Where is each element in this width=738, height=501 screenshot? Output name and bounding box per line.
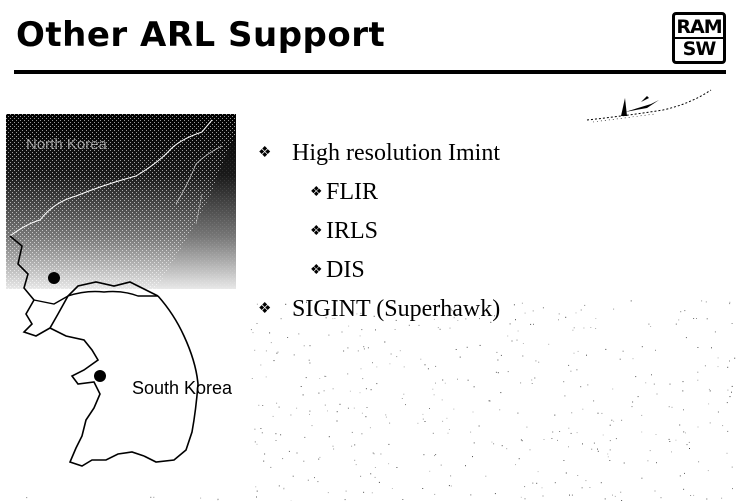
bullet-text: DIS: [326, 257, 365, 283]
bullet-text: IRLS: [326, 218, 379, 244]
sub-bullet-item: ❖ FLIR: [258, 173, 500, 212]
diamond-bullet-icon: ❖: [310, 224, 323, 239]
korea-map-graphic: [6, 114, 236, 467]
diamond-bullet-icon: ❖: [310, 263, 323, 278]
bullet-text: High resolution Imint: [292, 140, 500, 166]
logo-top-text: RAM: [674, 16, 724, 39]
title-divider: [14, 70, 726, 74]
diamond-bullet-icon: ❖: [258, 145, 272, 161]
map-label-south: South Korea: [132, 378, 233, 398]
slide-title: Other ARL Support: [16, 15, 386, 55]
map-label-north: North Korea: [26, 136, 107, 153]
bullet-text: SIGINT (Superhawk): [292, 296, 501, 322]
aircraft-icon: [586, 89, 712, 123]
korea-map: North Korea South Korea: [6, 114, 256, 496]
bullet-text: FLIR: [326, 179, 379, 205]
logo-bottom-text: SW: [682, 38, 717, 60]
diamond-bullet-icon: ❖: [258, 301, 272, 317]
diamond-bullet-icon: ❖: [310, 185, 323, 200]
bullet-list: ❖ High resolution Imint ❖ FLIR ❖ IRLS ❖ …: [258, 134, 500, 329]
sub-bullet-item: ❖ IRLS: [258, 212, 500, 251]
sub-bullet-item: ❖ DIS: [258, 251, 500, 290]
ram-sw-logo: RAM SW: [672, 12, 726, 64]
bullet-item: ❖ High resolution Imint: [258, 134, 500, 173]
bullet-item: ❖ SIGINT (Superhawk): [258, 290, 500, 329]
